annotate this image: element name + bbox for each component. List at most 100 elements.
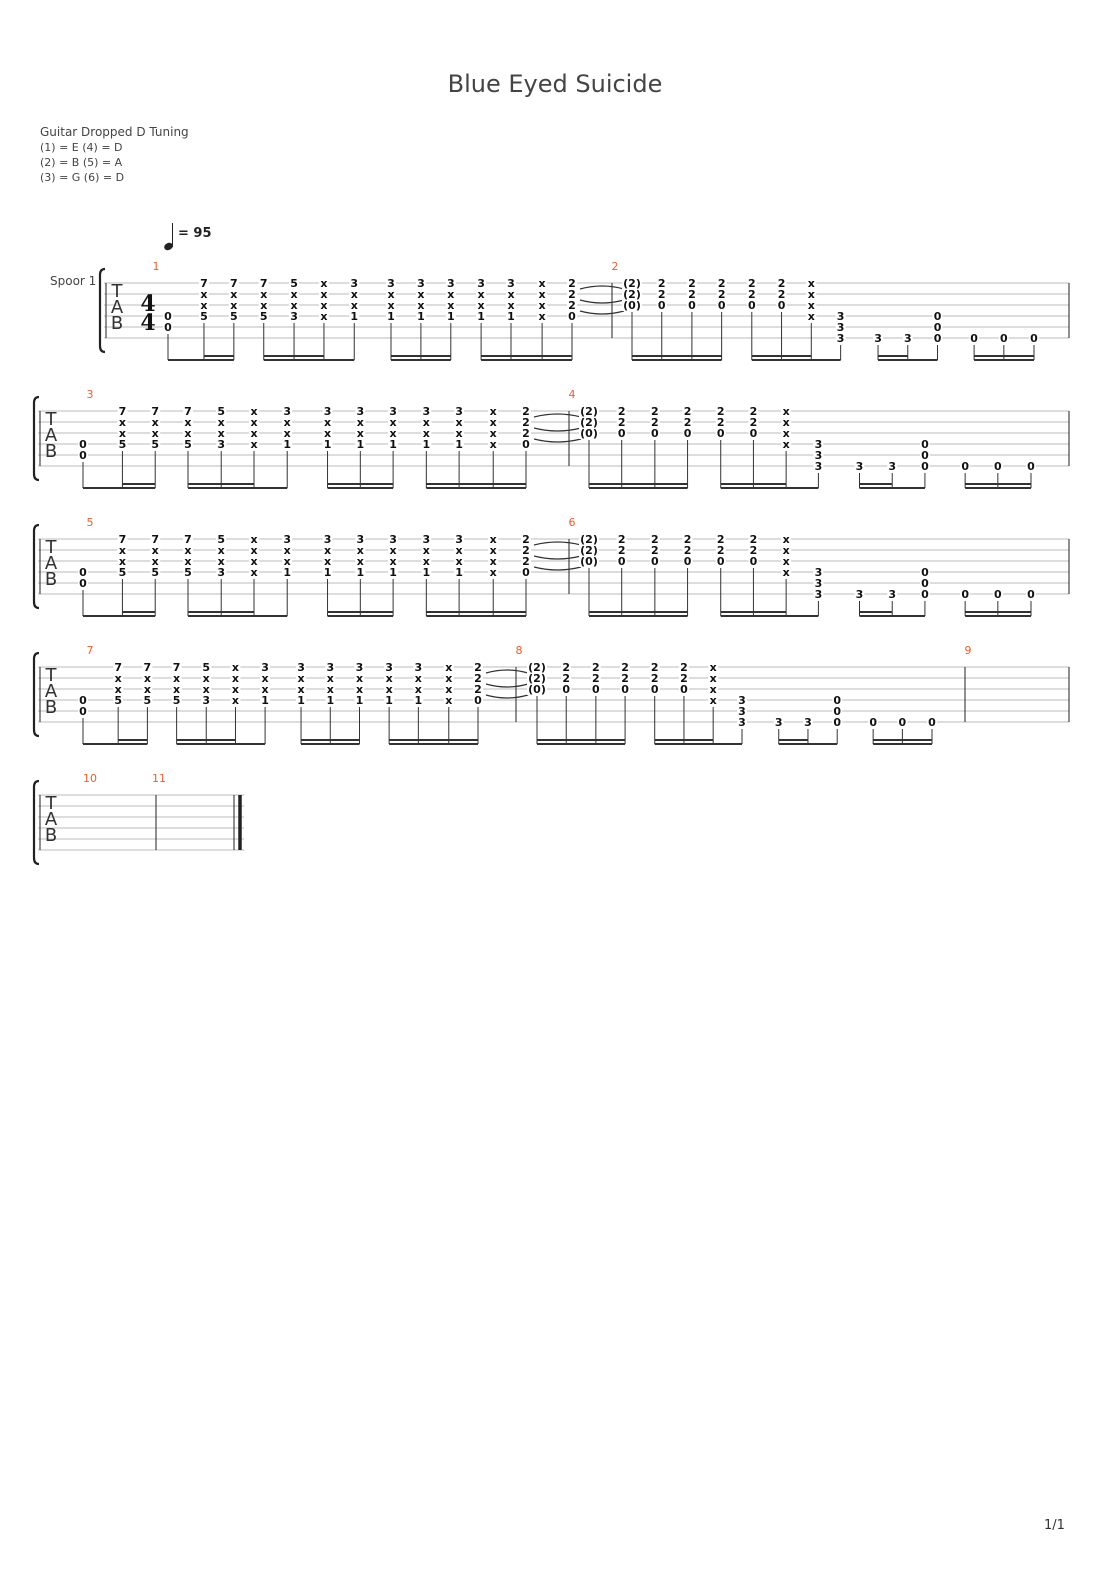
fret-bg: [537, 300, 548, 311]
tuning-title: Guitar Dropped D Tuning: [40, 125, 189, 139]
fret-bg: [656, 278, 667, 289]
fret-bg: [296, 684, 307, 695]
fret-bg: [117, 545, 128, 556]
fret-bg: [228, 289, 239, 300]
tie: [533, 438, 582, 443]
fret-bg: [354, 662, 365, 673]
fret-number: x: [423, 416, 430, 429]
fret-bg: [248, 567, 259, 578]
fret-bg: [579, 545, 599, 556]
tab-letter-a: A: [45, 681, 58, 702]
fret-number: 7: [151, 405, 159, 418]
fret-number: x: [539, 288, 546, 301]
fret-bg: [258, 289, 269, 300]
fret-bg: [678, 673, 689, 684]
fret-number: 1: [356, 566, 364, 579]
fret-bg: [384, 695, 395, 706]
fret-bg: [443, 684, 454, 695]
fret-number: x: [445, 661, 452, 674]
fret-bg: [806, 300, 817, 311]
fret-number: x: [490, 555, 497, 568]
fret-bg: [656, 289, 667, 300]
fret-number: 0: [79, 449, 87, 462]
fret-bg: [686, 300, 697, 311]
fret-bg: [388, 545, 399, 556]
fret-bg: [216, 417, 227, 428]
tab-letter-b: B: [111, 313, 123, 334]
fret-number: 0: [164, 310, 172, 323]
fret-number: (2): [580, 416, 598, 429]
fret-number: x: [423, 555, 430, 568]
fret-bg: [932, 311, 943, 322]
fret-bg: [386, 300, 397, 311]
fret-number: 2: [748, 288, 756, 301]
fret-number: 0: [928, 716, 936, 729]
fret-bg: [678, 684, 689, 695]
fret-number: 2: [651, 533, 659, 546]
fret-bg: [919, 567, 930, 578]
fret-bg: [527, 662, 547, 673]
fret-bg: [897, 717, 908, 728]
fret-number: 0: [961, 460, 969, 473]
fret-bg: [322, 428, 333, 439]
fret-number: (2): [528, 661, 546, 674]
fret-bg: [776, 300, 787, 311]
fret-bg: [421, 439, 432, 450]
fret-number: 0: [921, 588, 929, 601]
fret-bg: [473, 662, 483, 673]
fret-number: 2: [618, 405, 626, 418]
fret-number: 0: [961, 588, 969, 601]
fret-number: x: [184, 555, 191, 568]
song-title: Blue Eyed Suicide: [447, 70, 663, 98]
fret-number: x: [262, 683, 269, 696]
fret-number: 0: [921, 460, 929, 473]
fret-number: 3: [477, 277, 485, 290]
fret-number: 3: [387, 277, 395, 290]
fret-bg: [454, 439, 465, 450]
fret-bg: [649, 662, 660, 673]
fret-number: x: [144, 672, 151, 685]
fret-number: x: [710, 672, 717, 685]
fret-number: x: [173, 672, 180, 685]
fret-number: 3: [389, 405, 397, 418]
tuning-line: (1) = E (4) = D: [40, 141, 123, 154]
fret-bg: [622, 278, 642, 289]
fret-number: 0: [750, 555, 758, 568]
fret-number: (2): [623, 288, 641, 301]
fret-number: x: [284, 416, 291, 429]
tie: [579, 299, 625, 304]
fret-bg: [349, 278, 360, 289]
fret-bg: [873, 333, 884, 344]
fret-number: 3: [447, 277, 455, 290]
fret-number: x: [417, 299, 424, 312]
fret-bg: [415, 311, 426, 322]
measure-number: 10: [83, 772, 97, 785]
fret-number: 1: [356, 694, 364, 707]
fret-number: 3: [356, 405, 364, 418]
fret-number: x: [783, 544, 790, 557]
fret-number: x: [490, 427, 497, 440]
fret-number: 0: [1027, 460, 1035, 473]
fret-number: x: [478, 288, 485, 301]
fret-number: x: [324, 416, 331, 429]
fret-number: 2: [717, 405, 725, 418]
fret-bg: [521, 545, 531, 556]
fret-bg: [117, 417, 128, 428]
fret-number: 3: [507, 277, 515, 290]
fret-number: 0: [934, 321, 942, 334]
fret-number: 2: [750, 405, 758, 418]
fret-bg: [282, 428, 293, 439]
fret-bg: [445, 300, 456, 311]
fret-bg: [590, 673, 601, 684]
fret-bg: [488, 545, 499, 556]
fret-number: x: [447, 288, 454, 301]
fret-number: 3: [815, 566, 823, 579]
fret-bg: [78, 578, 88, 589]
fret-bg: [322, 417, 333, 428]
fret-number: 5: [184, 438, 192, 451]
tie: [533, 427, 582, 432]
fret-bg: [708, 662, 719, 673]
fret-bg: [776, 289, 787, 300]
fret-number: x: [200, 299, 207, 312]
